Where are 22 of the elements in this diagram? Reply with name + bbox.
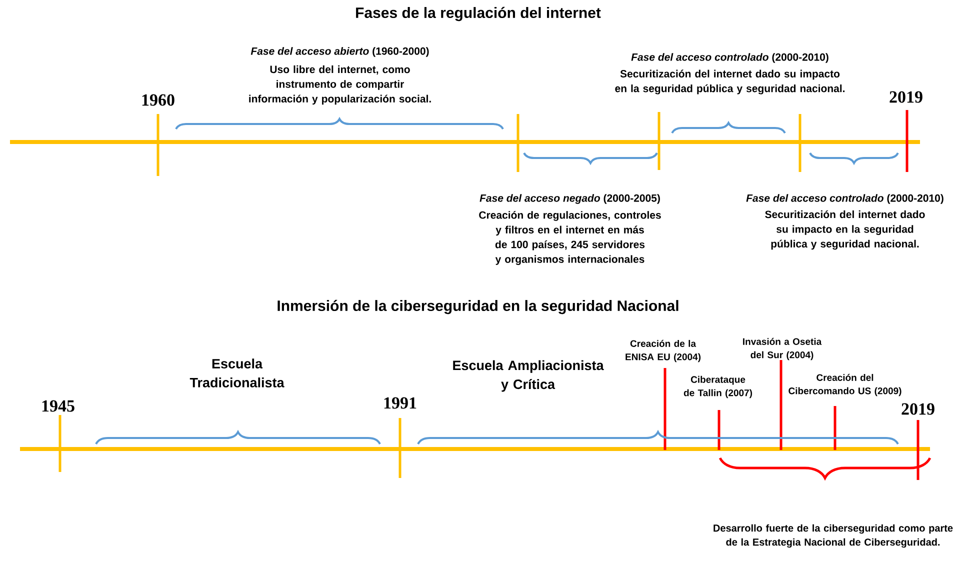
phase-heading: Fase del acceso controlado (2000-2010) <box>746 194 944 204</box>
year-label: 1991 <box>384 397 416 409</box>
note-text: Desarrollo fuerte de la ciberseguridad como parte de la Estrategia Nacional de Ciberseguridad. <box>714 524 953 548</box>
event-label: Invasión a Osetia del Sur (2004) <box>743 338 822 360</box>
phase-heading: Fase del acceso controlado (2000-2010) <box>631 53 828 63</box>
phase-description: Securitización del internet dado su impacto en la seguridad pública y seguridad nacional. <box>615 70 845 94</box>
phase-description: Uso libre del internet, como instrumento de compartir información y popularización social. <box>249 65 431 105</box>
year-label: 2019 <box>890 91 922 103</box>
title: Fases de la regulación del internet <box>356 6 601 22</box>
phase-description: Securitización del internet dado su impacto en la seguridad pública y seguridad nacional. <box>765 210 925 250</box>
event-label: Creación del Cibercomando US (2009) <box>788 374 902 396</box>
event-label: Creación de la ENISA EU (2004) <box>626 340 701 362</box>
phase-description: Creación de regulaciones, controles y filtros en el internet en más de 100 países, 245 servidores y organismos internacionales <box>479 210 661 265</box>
year-label: 1960 <box>142 94 174 106</box>
school-label: Escuela Tradicionalista <box>190 358 284 388</box>
school-label: Escuela Ampliacionista y Crítica <box>453 360 604 392</box>
phase-heading: Fase del acceso negado (2000-2005) <box>480 194 660 204</box>
phase-heading: Fase del acceso abierto (1960-2000) <box>250 47 429 57</box>
event-label: Ciberataque de Tallin (2007) <box>684 376 752 398</box>
year-label: 1945 <box>42 400 74 412</box>
year-label: 2019 <box>902 403 934 415</box>
section-title: Inmersión de la ciberseguridad en la seguridad Nacional <box>278 300 678 314</box>
